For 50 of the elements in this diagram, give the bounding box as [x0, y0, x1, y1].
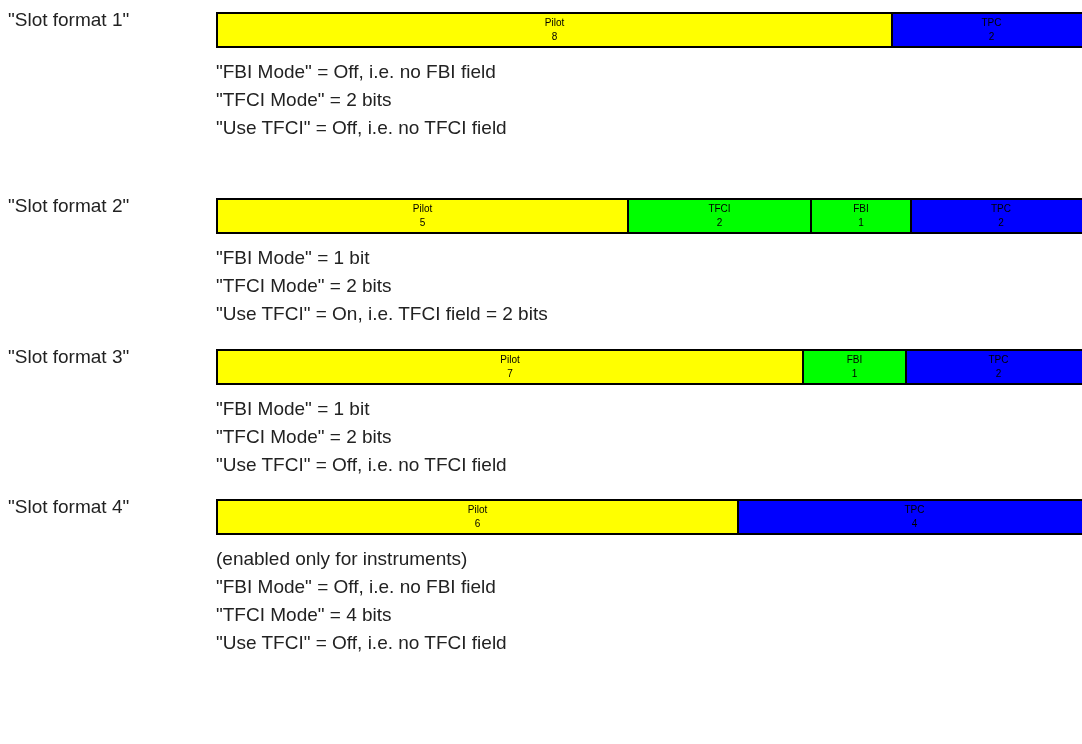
segment-text: Pilot: [544, 16, 565, 30]
bar-segment: [216, 499, 739, 535]
segment-text: 6: [474, 517, 481, 531]
segment-text: 2: [995, 367, 1002, 381]
setting-note: "Use TFCI" = On, i.e. TFCI field = 2 bits: [216, 302, 548, 326]
setting-note: "Use TFCI" = Off, i.e. no TFCI field: [216, 631, 507, 655]
segment-text: TPC: [904, 503, 925, 517]
segment-text: 1: [851, 367, 858, 381]
setting-note: "FBI Mode" = Off, i.e. no FBI field: [216, 575, 497, 599]
segment-text: Pilot: [412, 202, 433, 216]
bar-segment: [810, 198, 912, 234]
setting-note: "Use TFCI" = Off, i.e. no TFCI field: [216, 453, 507, 477]
slot-format-label: "Slot format 3": [8, 345, 130, 369]
segment-text: 4: [911, 517, 918, 531]
segment-text: 7: [507, 367, 513, 381]
bar-segment: [216, 12, 893, 48]
segment-text: FBI: [853, 202, 869, 216]
segment-text: TPC: [988, 353, 1009, 367]
bar-segment: [627, 198, 812, 234]
segment-text: TPC: [991, 202, 1011, 216]
segment-text: Pilot: [500, 353, 520, 367]
setting-note: "FBI Mode" = 1 bit: [216, 397, 371, 421]
segment-text: 5: [419, 216, 426, 230]
segment-text: TFCI: [708, 202, 731, 216]
setting-note: "TFCI Mode" = 2 bits: [216, 88, 393, 112]
bar-segment: [737, 499, 1082, 535]
segment-text: 2: [716, 216, 723, 230]
segment-text: 2: [988, 30, 995, 44]
setting-note: "FBI Mode" = Off, i.e. no FBI field: [216, 60, 497, 84]
segment-text: 8: [551, 30, 558, 44]
slot-format-label: "Slot format 2": [8, 194, 130, 218]
setting-note: "FBI Mode" = 1 bit: [216, 246, 371, 270]
segment-text: 1: [858, 216, 864, 230]
setting-note: "Use TFCI" = Off, i.e. no TFCI field: [216, 116, 507, 140]
bar-segment: [216, 198, 629, 234]
bar-segment: [216, 349, 804, 385]
setting-note: (enabled only for instruments): [216, 547, 469, 571]
segment-text: 2: [998, 216, 1004, 230]
segment-text: TPC: [981, 16, 1002, 30]
setting-note: "TFCI Mode" = 2 bits: [216, 274, 393, 298]
bar-segment: [905, 349, 1082, 385]
segment-text: Pilot: [467, 503, 488, 517]
setting-note: "TFCI Mode" = 4 bits: [216, 603, 393, 627]
setting-note: "TFCI Mode" = 2 bits: [216, 425, 393, 449]
bar-segment: [910, 198, 1082, 234]
bar-segment: [891, 12, 1082, 48]
slot-format-label: "Slot format 4": [8, 495, 130, 519]
segment-text: FBI: [846, 353, 863, 367]
bar-segment: [802, 349, 907, 385]
slot-format-label: "Slot format 1": [8, 8, 130, 32]
